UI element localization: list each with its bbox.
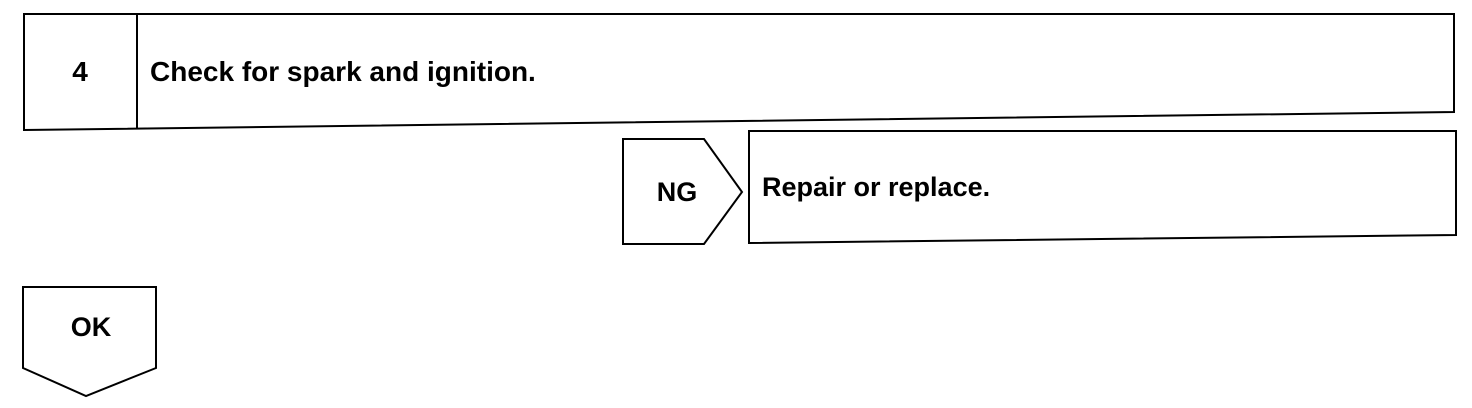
ng-action-text: Repair or replace. [762,171,991,202]
ng-arrow-shape [622,138,744,245]
ng-action-frame [748,130,1457,244]
step-box: 4 Check for spark and ignition. [23,13,1455,131]
ng-label: NG [656,176,698,207]
ng-action-box: Repair or replace. [748,130,1458,244]
ng-branch-arrow: NG [622,138,744,246]
step-title: Check for spark and ignition. [150,56,536,87]
step-box-frame [23,13,1455,131]
ok-branch-arrow: OK [22,286,160,398]
ok-label: OK [70,311,112,342]
ok-arrow-shape [22,286,157,398]
step-number: 4 [72,56,88,87]
